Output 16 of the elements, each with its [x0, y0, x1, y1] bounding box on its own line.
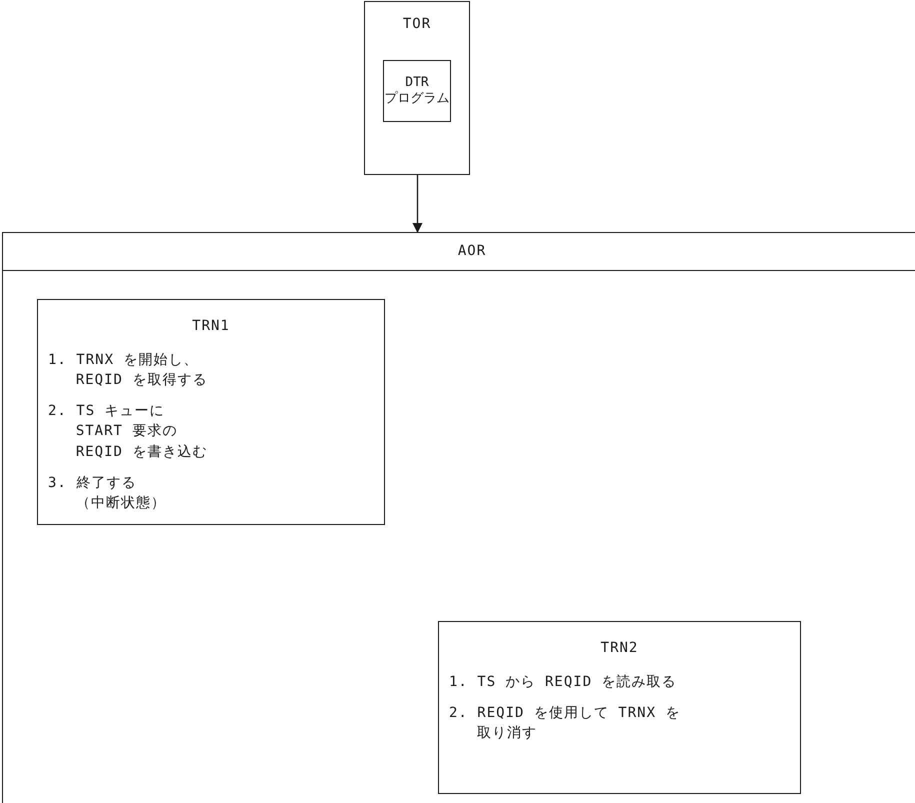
step-text: 2. REQID を使用して TRNX を取り消す [449, 704, 682, 744]
program-box [383, 60, 451, 122]
region-panel [2, 232, 915, 803]
step-text: 1. TS から REQID を読み取る [449, 672, 678, 692]
box-title: AOR [3, 233, 915, 270]
box-title: TRN2 [600, 640, 640, 658]
arrow [412, 175, 422, 233]
transaction-box [37, 299, 385, 525]
step-text: 1. TRNX を開始し、 REQID を取得する [48, 350, 208, 390]
region-box [364, 1, 470, 175]
box-title: TOR [402, 16, 432, 34]
box-title: TRN1 [191, 318, 231, 336]
transaction-box [438, 621, 801, 794]
box-title: DTR プログラム [384, 74, 450, 108]
step-text: 3. 終了する（中断状態） [48, 474, 167, 514]
step-text: 2. TS キューに START 要求の REQID を書き込む [48, 402, 208, 462]
